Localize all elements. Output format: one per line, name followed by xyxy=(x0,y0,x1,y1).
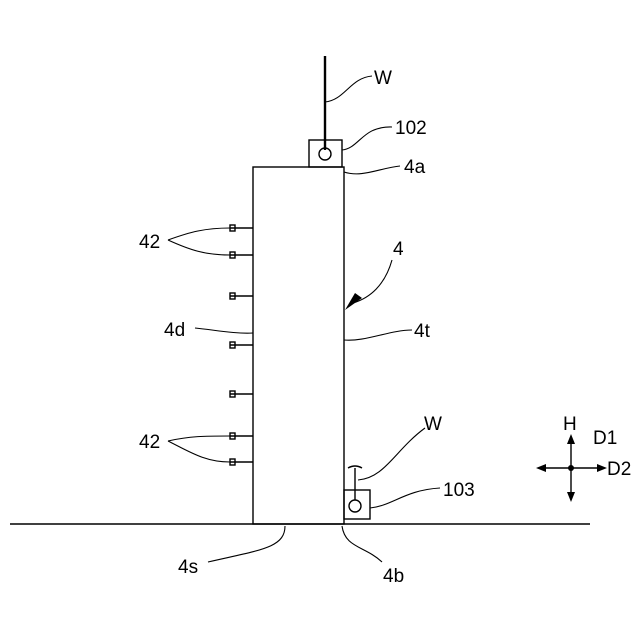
fastener xyxy=(230,391,253,397)
leader-edge-4a xyxy=(344,166,400,174)
label-direction-d1: D1 xyxy=(593,428,617,449)
label-wire-bottom: W xyxy=(424,414,442,435)
fastener xyxy=(230,252,253,258)
label-member-4: 4 xyxy=(393,239,404,260)
leader-fastener-lower-b xyxy=(168,441,230,462)
wire-bottom-tip xyxy=(348,466,362,468)
label-face-4t: 4t xyxy=(414,321,431,342)
fastener xyxy=(230,293,253,299)
label-block-102: 102 xyxy=(395,118,427,139)
leader-face-4s xyxy=(208,526,285,562)
label-direction-h: H xyxy=(563,414,577,435)
label-block-103: 103 xyxy=(443,480,475,501)
leader-edge-4b xyxy=(342,526,382,562)
label-edge-4a: 4a xyxy=(404,157,426,178)
member-body xyxy=(253,167,344,524)
leader-face-4t xyxy=(344,330,412,340)
label-fasteners-upper: 42 xyxy=(139,232,160,253)
leader-wire-bottom xyxy=(358,428,425,480)
fastener xyxy=(230,433,253,439)
leader-block-103 xyxy=(370,488,440,508)
label-edge-4b: 4b xyxy=(383,566,404,587)
fastener-group xyxy=(230,225,253,465)
pin-bottom xyxy=(349,500,361,512)
fastener xyxy=(230,342,253,348)
leader-fastener-upper-b xyxy=(168,240,230,255)
label-face-4d: 4d xyxy=(164,320,185,341)
leader-wire-top xyxy=(325,76,372,102)
label-direction-d2: D2 xyxy=(607,459,631,480)
leader-fastener-upper-a xyxy=(168,228,230,240)
lifting-block-bottom xyxy=(344,490,370,519)
label-fasteners-lower: 42 xyxy=(139,432,160,453)
leader-block-102 xyxy=(342,127,392,150)
arrowhead-member-4 xyxy=(345,293,362,310)
fastener xyxy=(230,459,253,465)
label-wire-top: W xyxy=(374,68,392,89)
label-face-4s: 4s xyxy=(178,557,198,578)
fastener xyxy=(230,225,253,231)
leader-face-4d xyxy=(195,328,253,333)
leader-fastener-lower-a xyxy=(168,436,230,441)
